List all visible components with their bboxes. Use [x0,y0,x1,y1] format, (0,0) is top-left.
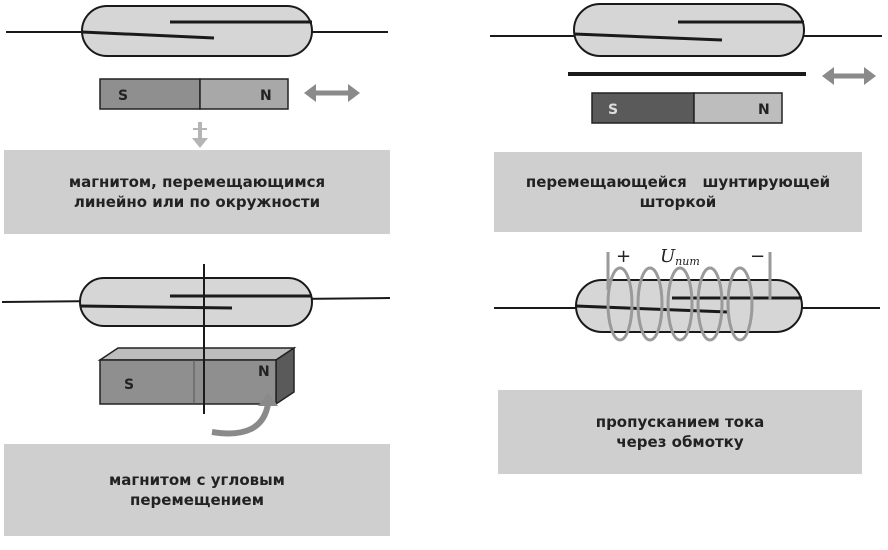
reed-contact-left [575,304,729,314]
caption-line: шторкой [639,193,717,211]
caption-linear-magnet: магнитом, перемещающимся линейно или по … [4,150,390,234]
curved-arrow-icon [211,392,278,437]
coil-winding [606,252,772,342]
magnet-north-label: N [258,364,270,380]
magnet-south-label: S [118,88,128,104]
reed-contact-left [79,304,233,310]
double-arrow-icon [304,84,360,102]
reed-contact-left [573,32,723,42]
caption-line: через обмотку [616,433,744,451]
panel-coil-current: + − Uпит [494,246,880,342]
reed-switch-3 [1,277,391,327]
bar-magnet-1: S N [99,78,289,110]
reed-switch-4 [494,279,880,333]
caption-line: магнитом, перемещающимся [68,173,326,191]
caption-angular-magnet: магнитом с угловым перемещением [4,444,390,536]
bar-magnet-2: S N [591,92,783,124]
down-arrow-icon [192,122,208,148]
caption-line: пропусканием тока [595,413,765,431]
magnet-north-label: N [260,88,272,104]
caption-line: перемещающейся шунтирующей [525,173,831,191]
panel-shunt: S N [490,3,882,124]
reed-contact-left [81,30,215,40]
voltage-symbol: Uпит [660,246,700,268]
reed-switch-1 [6,5,388,57]
caption-line: линейно или по окружности [73,193,321,211]
magnet-south-label: S [124,377,134,393]
caption-line: перемещением [130,491,264,509]
minus-terminal-label: − [750,246,765,267]
panel-angular-magnet: S N [1,264,391,437]
caption-line: магнитом с угловым [109,471,285,489]
magnet-south-label: S [608,102,618,118]
double-arrow-icon [822,67,876,85]
reed-switch-2 [490,3,882,57]
plus-terminal-label: + [616,246,631,267]
magnet-north-label: N [758,102,770,118]
panel-linear-magnet: S N [6,5,388,148]
box-magnet: S N [97,346,297,406]
caption-shunt: перемещающейся шунтирующей шторкой [494,152,862,232]
caption-coil-current: пропусканием тока через обмотку [498,390,862,474]
